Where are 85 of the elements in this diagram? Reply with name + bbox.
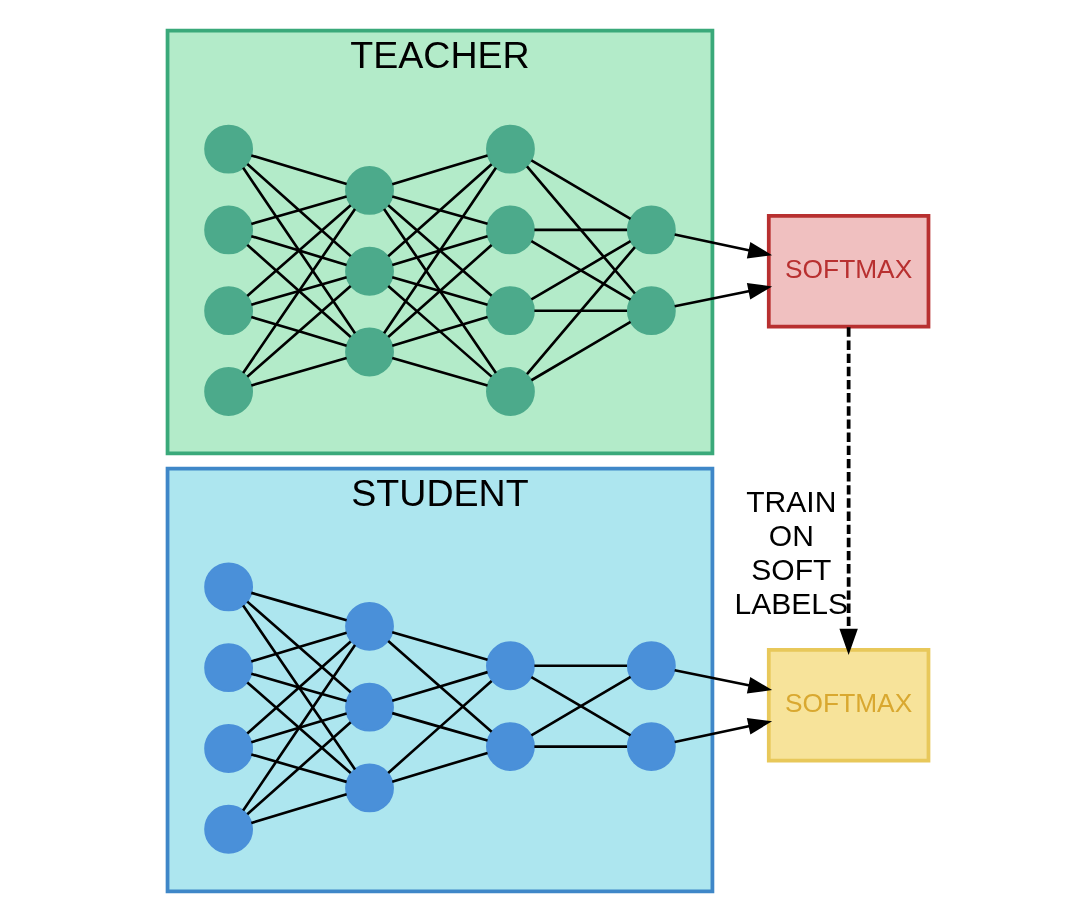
- node-circle: [344, 166, 394, 215]
- connector: [391, 195, 488, 226]
- connector: [250, 631, 347, 663]
- node-circle: [626, 205, 676, 255]
- node-box: SOFTMAX: [766, 213, 930, 329]
- connector: [382, 167, 497, 335]
- connector: [386, 640, 492, 733]
- connector: [391, 234, 488, 267]
- connector: [530, 675, 631, 737]
- edge-label: TRAIN ON SOFT LABELS: [734, 485, 848, 620]
- node-circle: [203, 367, 253, 416]
- connector: [533, 228, 627, 232]
- connector: [386, 204, 492, 297]
- node-circle: [203, 724, 253, 773]
- arrow: [838, 327, 858, 655]
- cluster: TEACHER: [165, 28, 714, 456]
- arrow: [673, 668, 772, 694]
- connector: [250, 276, 347, 306]
- connector: [250, 793, 347, 825]
- node-circle: [626, 641, 676, 691]
- connector: [525, 165, 636, 295]
- connector: [250, 712, 347, 744]
- connector: [250, 315, 347, 347]
- node-circle: [344, 682, 394, 732]
- connector: [391, 711, 488, 742]
- connector: [245, 640, 352, 735]
- connector: [525, 246, 636, 376]
- connector: [241, 167, 356, 335]
- connector: [245, 163, 352, 258]
- node-circle: [203, 804, 253, 854]
- node-circle: [203, 205, 253, 255]
- node-circle: [203, 562, 253, 612]
- node-circle: [485, 722, 535, 771]
- node-circle: [344, 763, 394, 813]
- connector: [386, 244, 492, 339]
- connector: [533, 309, 627, 312]
- node-circle: [485, 641, 535, 691]
- node-circle: [485, 124, 535, 174]
- connector: [245, 243, 352, 338]
- connector: [533, 745, 627, 748]
- connector: [530, 159, 631, 220]
- node-circle: [485, 286, 535, 336]
- cluster: STUDENT: [165, 466, 714, 894]
- connector: [245, 600, 352, 694]
- node-circle: [344, 327, 394, 377]
- connector: [241, 208, 356, 374]
- connector: [250, 234, 347, 267]
- connector: [391, 275, 488, 306]
- connector: [391, 631, 488, 661]
- node-box: SOFTMAX: [766, 647, 930, 763]
- connector: [250, 591, 347, 622]
- node-circle: [203, 286, 253, 336]
- node-circle: [203, 643, 253, 693]
- connector: [391, 356, 488, 387]
- connector: [386, 285, 492, 378]
- connector: [386, 679, 492, 774]
- connector: [250, 154, 347, 186]
- connector: [241, 604, 356, 771]
- connector: [245, 681, 352, 775]
- connector: [250, 356, 347, 387]
- node-circle: [344, 601, 394, 651]
- connector: [391, 315, 488, 347]
- connector: [245, 204, 352, 297]
- node-circle: [626, 722, 676, 771]
- arrow: [673, 717, 772, 744]
- node-circle: [344, 246, 394, 296]
- node-circle: [626, 286, 676, 336]
- node-circle: [203, 124, 253, 174]
- connector: [391, 751, 488, 783]
- connector: [250, 672, 347, 703]
- arrow: [673, 283, 772, 308]
- connector: [250, 753, 347, 784]
- connector: [533, 664, 627, 668]
- connector: [250, 195, 347, 226]
- node-circle: [485, 367, 535, 416]
- connector: [245, 285, 352, 378]
- connector: [382, 208, 497, 374]
- connector: [530, 320, 631, 382]
- connector: [245, 721, 352, 816]
- connector: [391, 670, 488, 703]
- connector: [241, 644, 356, 812]
- arrow: [673, 233, 772, 259]
- node-circle: [485, 205, 535, 255]
- connector: [386, 163, 492, 258]
- connector: [391, 154, 488, 186]
